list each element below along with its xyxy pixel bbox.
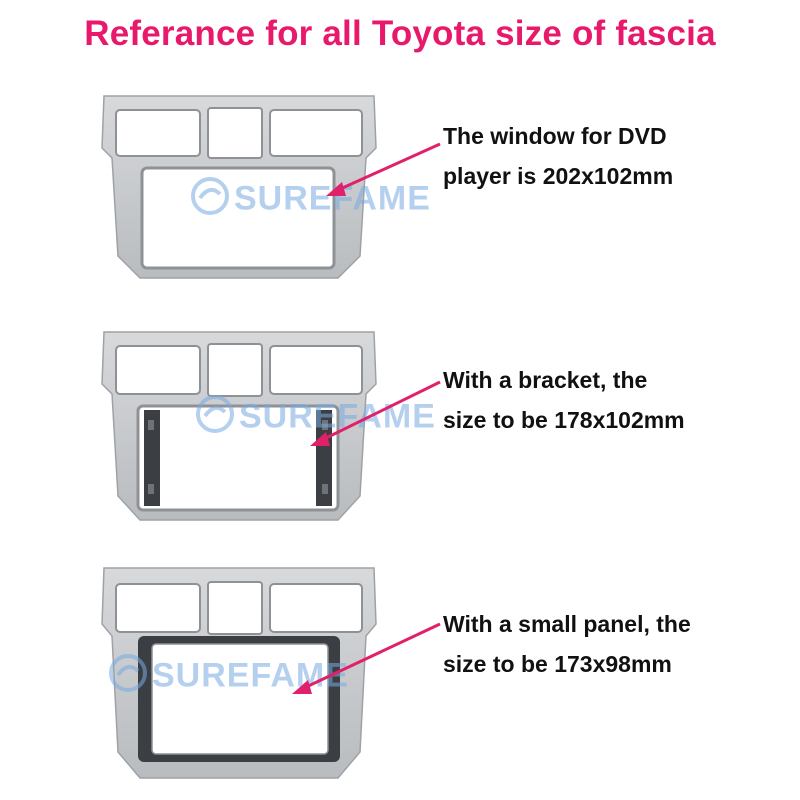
page-title: Referance for all Toyota size of fascia (84, 14, 716, 53)
fascia-image-bracket (98, 324, 380, 522)
watermark-2: SUREFAME (195, 394, 436, 443)
surefame-logo-icon (190, 176, 230, 225)
caption-line: size to be 178x102mm (443, 407, 685, 433)
caption-line: player is 202x102mm (443, 163, 674, 189)
watermark-text: SUREFAME (234, 179, 431, 218)
caption-line: The window for DVD (443, 123, 667, 149)
surefame-logo-icon (195, 394, 235, 443)
caption-line: With a small panel, the (443, 611, 691, 637)
watermark-text: SUREFAME (239, 397, 436, 436)
watermark-text: SUREFAME (152, 656, 349, 695)
watermark-1: SUREFAME (190, 176, 431, 225)
fascia-image-small-panel (98, 560, 380, 782)
caption-line: size to be 173x98mm (443, 651, 672, 677)
surefame-logo-icon (108, 653, 148, 702)
caption-line: With a bracket, the (443, 367, 648, 393)
caption-small-panel: With a small panel, the size to be 173x9… (443, 604, 793, 684)
caption-dvd-window: The window for DVD player is 202x102mm (443, 116, 793, 196)
watermark-3: SUREFAME (108, 653, 349, 702)
caption-bracket: With a bracket, the size to be 178x102mm (443, 360, 793, 440)
